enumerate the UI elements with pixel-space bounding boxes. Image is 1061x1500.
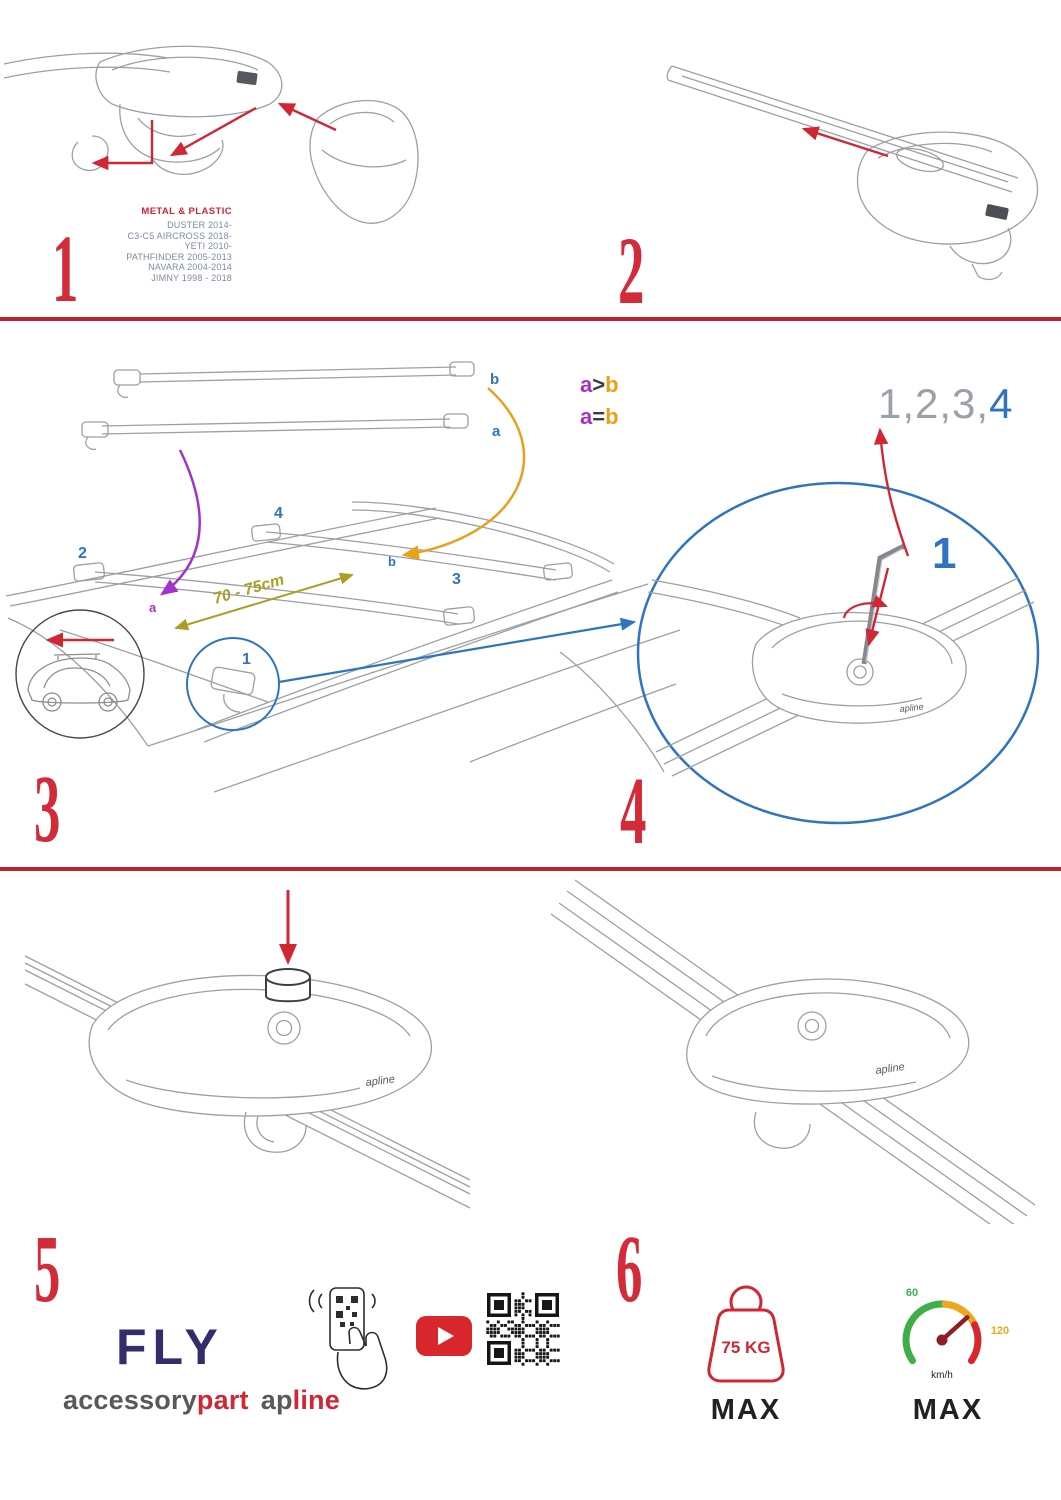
- speed-unit-label: km/h: [931, 1370, 953, 1381]
- brand-part: part: [196, 1385, 249, 1415]
- roof-drawing: [5, 501, 681, 793]
- step1-arrows: [91, 102, 337, 171]
- legend-row-2: a=b: [580, 404, 619, 429]
- roof-label-b: b: [388, 554, 396, 569]
- max-weight-icon: 75 KG: [707, 1285, 785, 1383]
- roof-label-1: 1: [242, 651, 251, 668]
- weight-value: 75 KG: [721, 1338, 770, 1357]
- brand-apline: line: [292, 1385, 340, 1415]
- car-inset: [15, 609, 145, 739]
- speed-max-label: MAX: [912, 1394, 984, 1426]
- fitment-text-block: METAL & PLASTIC DUSTER 2014-C3-C5 AIRCRO…: [0, 206, 234, 283]
- model-line: YETI 2010-: [184, 241, 232, 251]
- pad-logo: apline: [365, 1073, 396, 1088]
- model-line: C3-C5 AIRCROSS 2018-: [127, 230, 232, 241]
- logo-plate: [985, 204, 1009, 220]
- exploded-foot-drawing: [3, 45, 283, 175]
- step-number-6: 6: [616, 1215, 643, 1322]
- knob-foot-drawing: apline: [24, 890, 471, 1209]
- brand-accessory: accessory: [63, 1385, 197, 1415]
- rotate-arrow: [842, 595, 889, 619]
- sequence-label: 1,2,3,4: [878, 380, 1013, 427]
- detail-ellipse: [636, 481, 1040, 825]
- roof-label-3: 3: [452, 571, 461, 588]
- section-divider-2: [0, 867, 1061, 871]
- purple-guide-arrow: [159, 449, 201, 596]
- step-number-4: 4: [620, 757, 647, 864]
- pad-logo: apline: [899, 702, 924, 714]
- distance-label: 70 - 75cm: [211, 571, 286, 607]
- max-speed-icon: 60 120 km/h: [902, 1287, 1009, 1381]
- first-foot-label: 1: [932, 529, 956, 578]
- distance-arrow: [174, 572, 354, 631]
- model-line: DUSTER 2014-: [167, 220, 232, 230]
- press-arrow: [865, 567, 890, 647]
- section1-drawings: [3, 45, 1039, 281]
- qr-code: [486, 1292, 560, 1366]
- model-list: DUSTER 2014-C3-C5 AIRCROSS 2018-YETI 201…: [0, 220, 232, 283]
- model-line: JIMNY 1998 - 2018: [151, 272, 232, 283]
- section3-drawings: apline apline: [24, 879, 1036, 1224]
- roof-label-2: 2: [78, 545, 87, 562]
- material-label: METAL & PLASTIC: [141, 206, 232, 217]
- section2-drawings: b a a>b a=b: [5, 361, 1040, 825]
- step-number-1: 1: [52, 215, 79, 322]
- step-number-5: 5: [34, 1215, 61, 1322]
- roof-label-4: 4: [274, 505, 283, 522]
- tightening-detail: apline: [636, 481, 1040, 825]
- step-number-3: 3: [34, 755, 61, 862]
- bar-label-b: b: [490, 371, 499, 388]
- legend-row-1: a>b: [580, 372, 619, 397]
- roof-label-a: a: [149, 600, 157, 615]
- phone-qr-pattern: [336, 1296, 358, 1327]
- sequence-arrow: [873, 427, 910, 557]
- loose-bars-drawing: [81, 361, 475, 451]
- detail-link-arrow: [278, 617, 637, 684]
- model-line: PATHFINDER 2005-2013: [126, 251, 232, 262]
- orange-guide-arrow: [401, 387, 526, 561]
- step-number-2: 2: [618, 217, 645, 324]
- youtube-icon: [416, 1316, 472, 1356]
- bar-label-a: a: [492, 423, 501, 440]
- qr-finder-patterns: [487, 1293, 559, 1365]
- model-line: NAVARA 2004-2014: [148, 262, 232, 272]
- bar-insert-drawing: [666, 65, 1039, 281]
- brand-ap: ap: [260, 1385, 293, 1415]
- weight-max-label: MAX: [710, 1394, 782, 1426]
- brand-fly: FLY: [116, 1319, 224, 1375]
- qr-data-cells: [486, 1292, 560, 1366]
- qr-scan-hand-icon: [308, 1287, 388, 1390]
- speed-low-label: 60: [906, 1287, 918, 1299]
- section-divider-1: [0, 317, 1061, 321]
- speed-high-label: 120: [991, 1325, 1009, 1337]
- mounted-foot-drawing: apline: [550, 879, 1036, 1224]
- cover-part-drawing: [309, 99, 419, 224]
- slide-in-arrow: [801, 126, 889, 158]
- pad-logo: apline: [875, 1061, 906, 1077]
- knob-cap-icon: [265, 968, 311, 1003]
- focus-circle: [186, 637, 280, 731]
- logo-plate: [236, 70, 258, 86]
